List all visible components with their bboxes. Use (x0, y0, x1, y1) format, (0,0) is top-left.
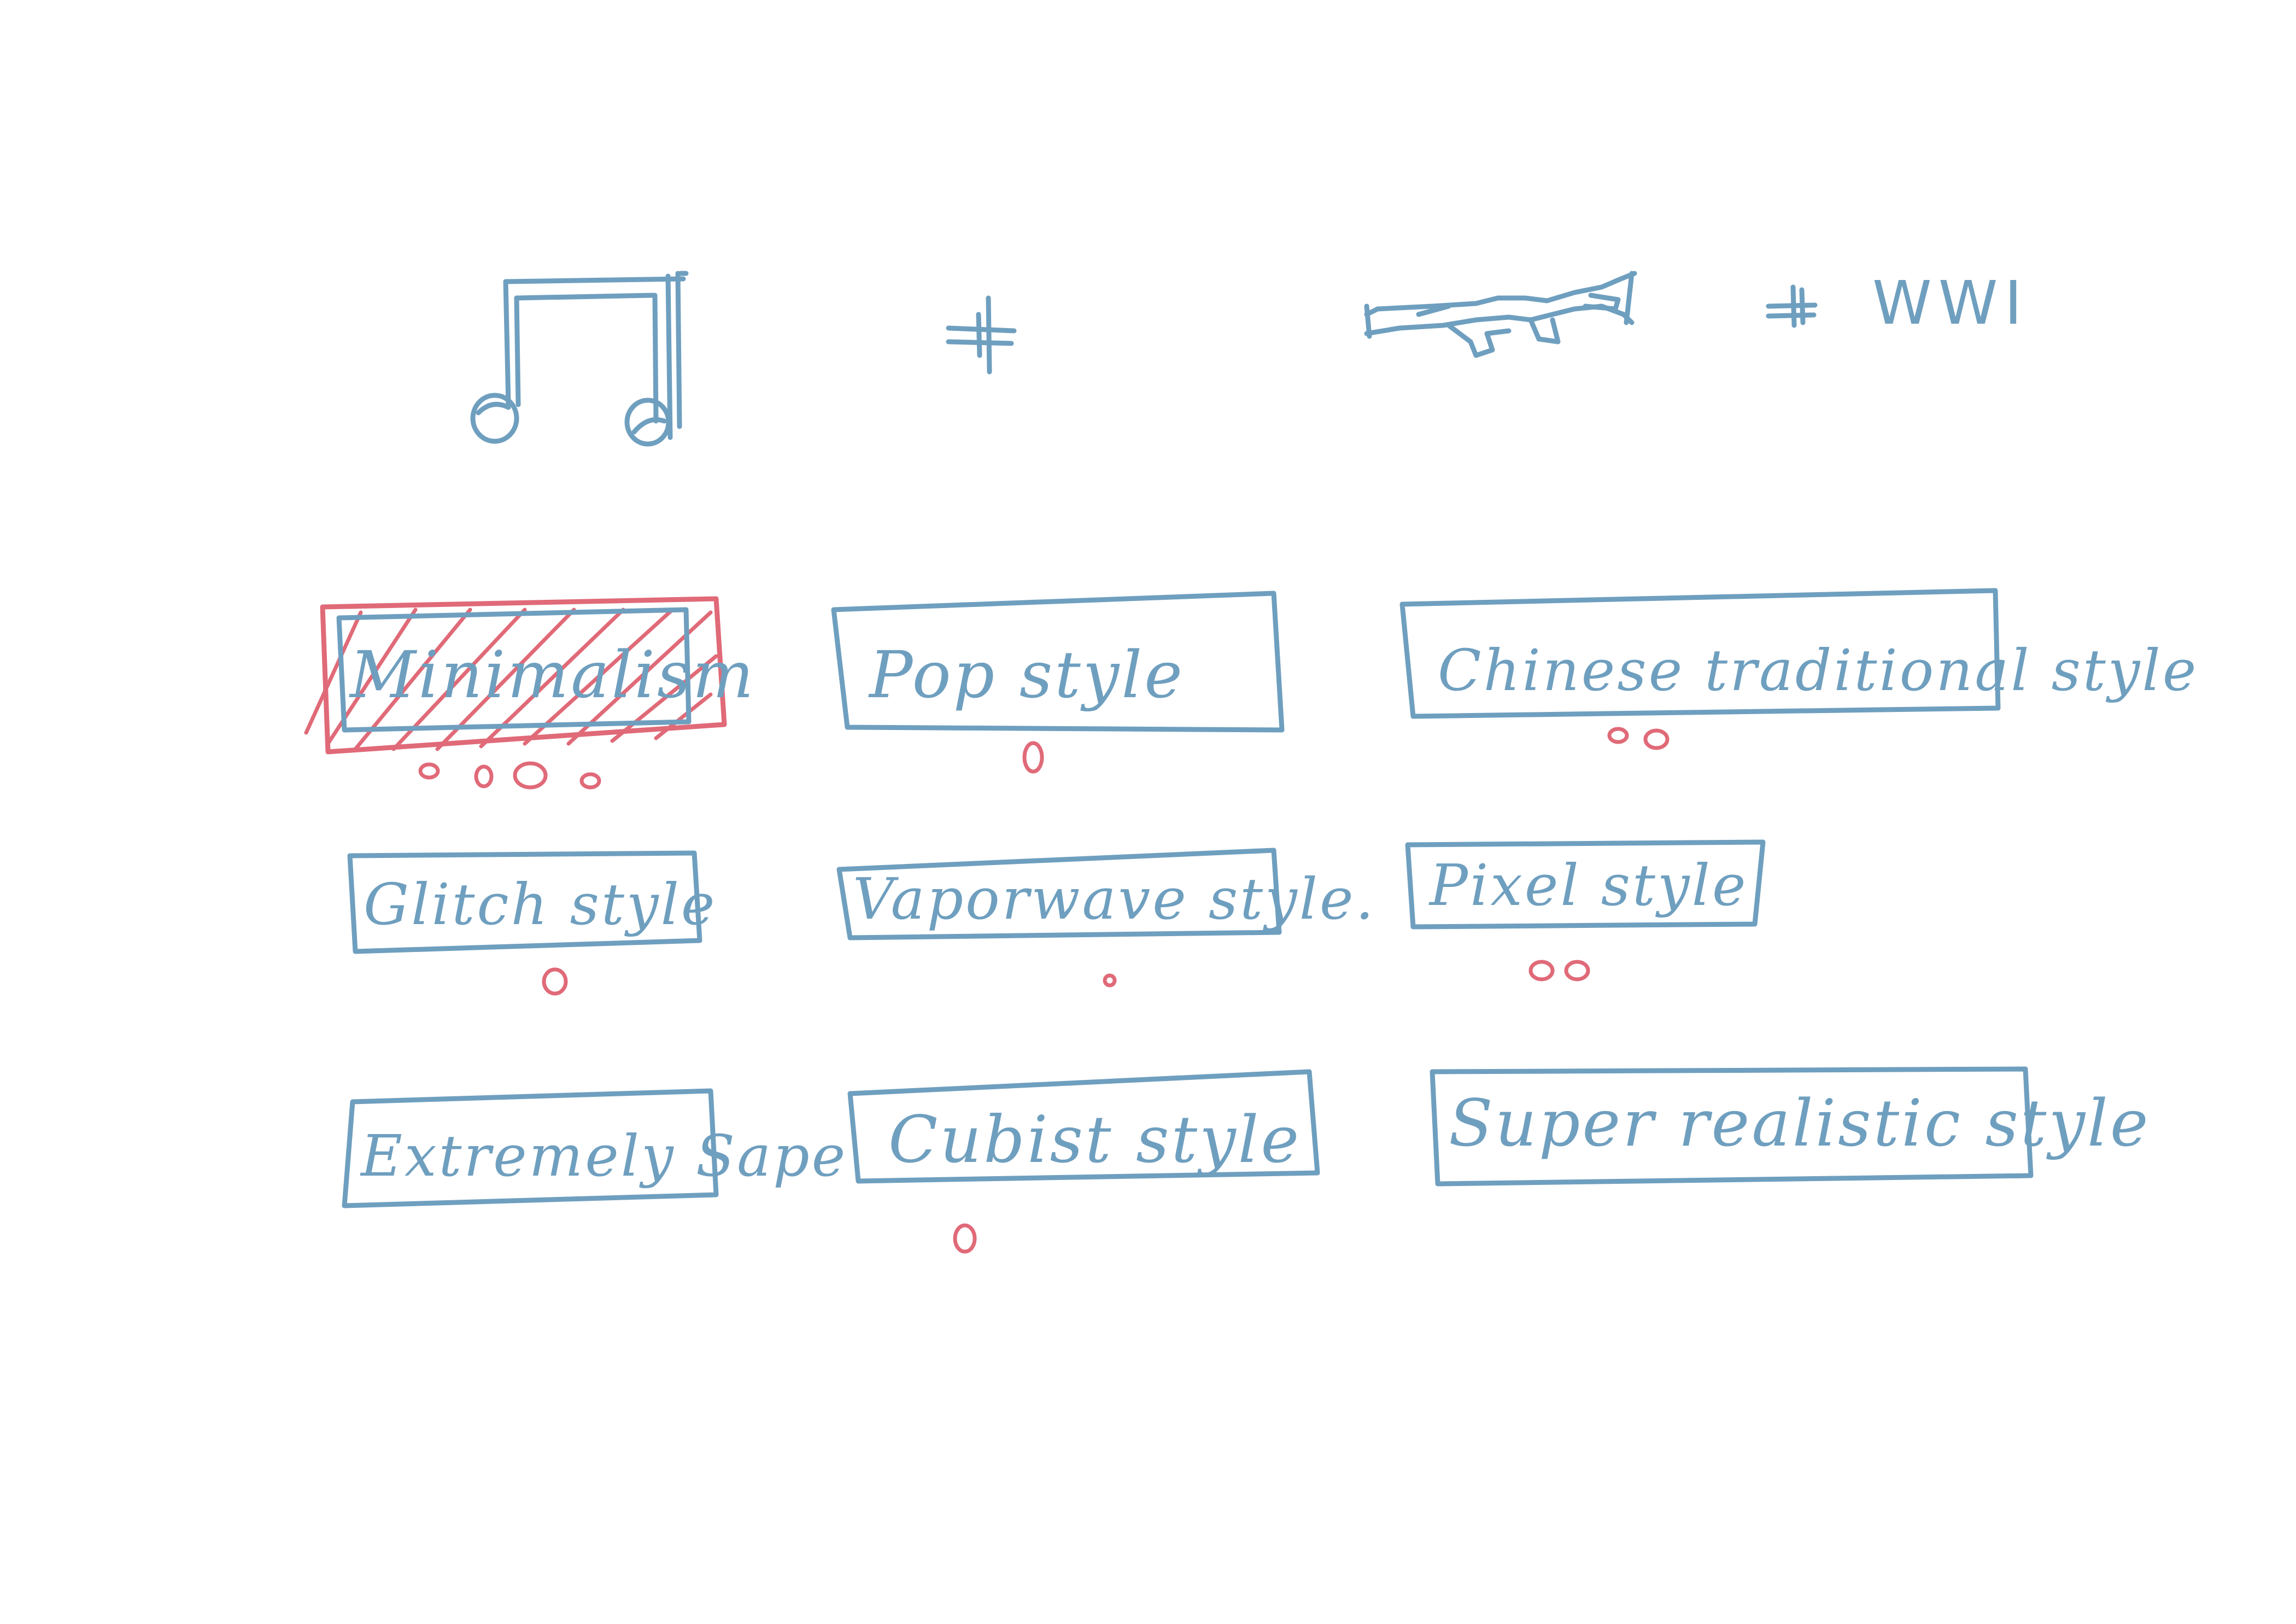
style-option-cubist[interactable]: Cubist style (847, 1069, 1320, 1184)
selected-hatching (304, 607, 718, 751)
plus-icon (1766, 284, 1818, 328)
style-option-label: Extremely Sape (360, 1123, 847, 1189)
style-option-glitch[interactable]: Glitch style (347, 850, 717, 954)
style-option-label: Vaporwave style. (853, 866, 1376, 932)
rifle-icon (1364, 271, 1637, 358)
style-option-pixel[interactable]: Pixel style (1405, 839, 1766, 930)
style-option-label: Super realistic style (1449, 1085, 2151, 1161)
style-option-vaporwave[interactable]: Vaporwave style. (836, 848, 1376, 940)
style-option-chinese-traditional[interactable]: Chinese traditional style (1399, 588, 2198, 719)
style-option-label: Pop style (868, 637, 1185, 712)
style-option-label: Chinese traditional style (1438, 637, 2198, 704)
plus-icon (946, 295, 1017, 375)
style-option-label: Minimalism (349, 637, 755, 712)
style-option-pop[interactable]: Pop style (831, 591, 1285, 733)
vote-dots-pixel (1528, 960, 1590, 982)
vote-dots-chinese-traditional (1607, 727, 1670, 750)
header-equation: WWI (470, 268, 2029, 447)
style-option-minimalism[interactable]: Minimalism (304, 596, 755, 755)
style-option-label: Pixel style (1428, 852, 1748, 919)
style-option-label: Cubist style (888, 1102, 1301, 1177)
vote-dots-pop (1022, 741, 1044, 774)
vote-dots-vaporwave (1103, 973, 1117, 988)
music-note-icon (470, 271, 689, 447)
header-suffix-text: WWI (1872, 268, 2029, 338)
style-option-label: Glitch style (364, 871, 717, 938)
style-option-extremely-sape[interactable]: Extremely Sape (342, 1088, 847, 1208)
vote-dots-glitch (542, 967, 568, 996)
style-options-grid: Minimalism Pop style Chinese traditional… (304, 588, 2198, 1254)
vote-dots-cubist (953, 1223, 977, 1254)
style-option-super-realistic[interactable]: Super realistic style (1430, 1066, 2151, 1187)
vote-dots-minimalism (418, 761, 601, 790)
